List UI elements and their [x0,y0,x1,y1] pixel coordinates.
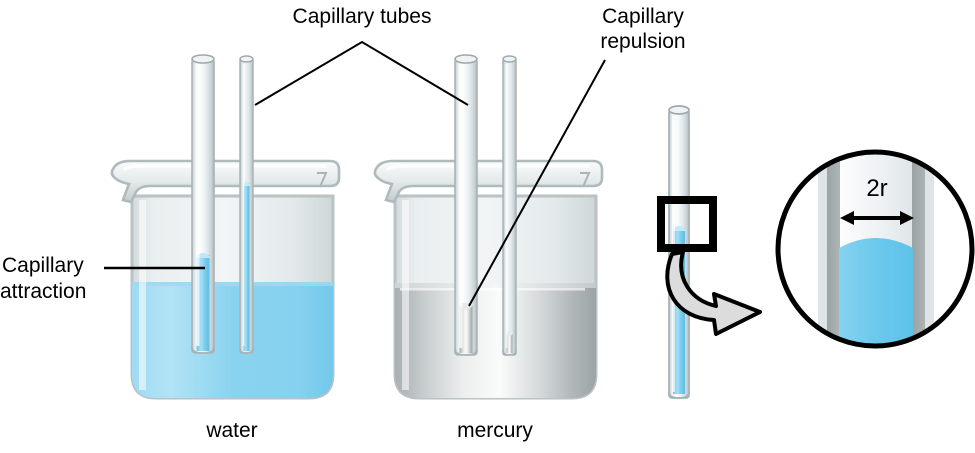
magnifier-detail [775,149,975,349]
rim-gloss-mercury [385,164,589,172]
magnifier-water [839,238,913,346]
mercury-fill-group [395,283,596,398]
water-wide-tube-gloss [196,64,200,346]
mercury-narrow-tube-glass [502,58,517,356]
rim-gloss-water [122,164,326,172]
magnifier-outerglass-left [818,152,827,346]
beaker-highlight-mercury [402,200,409,390]
mercury-wide-tube-bottom [454,348,478,356]
water-narrow-tube-column [243,183,250,351]
water-wide-tube-mouth [191,54,215,64]
beaker-rim-spout-water [110,159,341,204]
water-wide-tube-column [196,255,210,351]
magnifier-wall-left [826,152,840,346]
water-narrow-tube-meniscus [243,181,250,186]
mercury-narrow-tube-gloss [505,64,508,348]
detail-tube-meniscus [673,226,685,231]
leader-lines [104,40,606,307]
water-beaker [110,54,341,400]
water-fill-group [132,282,333,398]
callout-arrow-icon [665,250,762,336]
label-capillary-repulsion-line2: repulsion [600,30,686,53]
magnifier-outerglass-right [925,152,934,346]
mercury-narrow-tube-bottom [502,349,517,356]
label-capillary-attraction-line1: Capillary [2,254,84,277]
water-narrow-tube-gloss [242,64,245,346]
detail-tube-bottom [668,391,690,399]
label-capillary-repulsion-line1: Capillary [602,5,684,28]
capillary-tubes-leader [254,40,469,106]
beaker-graduation-water [317,172,328,188]
magnifier-wall-right [912,152,926,346]
mercury-narrow-tube-meniscus [506,331,513,337]
radius-dimension-arrow [840,211,914,225]
water-liquid [132,282,333,398]
water-narrow-tube [239,55,254,354]
caption-water: water [206,419,258,442]
beaker-highlight-water [139,200,146,390]
meniscus-highlight-box [657,196,717,252]
beaker-rim-spout-mercury [373,159,604,204]
magnifier-ring [775,149,975,349]
mercury-narrow-tube-column [506,333,513,353]
beaker-graduation-mercury [580,172,591,188]
capillary-repulsion-leader [468,59,606,307]
mercury-wide-tube [454,54,478,356]
detail-tube-mouth [668,105,690,115]
label-capillary-tubes: Capillary tubes [292,5,432,28]
water-narrow-tube-mouth [239,55,254,63]
mercury-surface-gloss [400,288,585,291]
water-wide-tube-meniscus [196,253,210,258]
mercury-wide-tube-gloss [459,64,463,348]
mercury-beaker [373,54,604,400]
mercury-wide-tube-column [459,305,473,353]
mercury-surface [395,283,596,288]
mercury-wide-tube-mouth [454,54,478,64]
water-narrow-tube-bottom [239,347,254,354]
mercury-narrow-tube [502,55,517,356]
label-capillary-attraction-line2: attraction [0,280,87,303]
water-wide-tube [191,54,215,354]
label-radius-2r: 2r [866,175,888,202]
caption-mercury: mercury [457,419,533,442]
water-wide-tube-bottom [191,346,215,354]
mercury-liquid [395,283,596,398]
mercury-narrow-tube-mouth [502,55,517,63]
water-surface [132,282,333,286]
